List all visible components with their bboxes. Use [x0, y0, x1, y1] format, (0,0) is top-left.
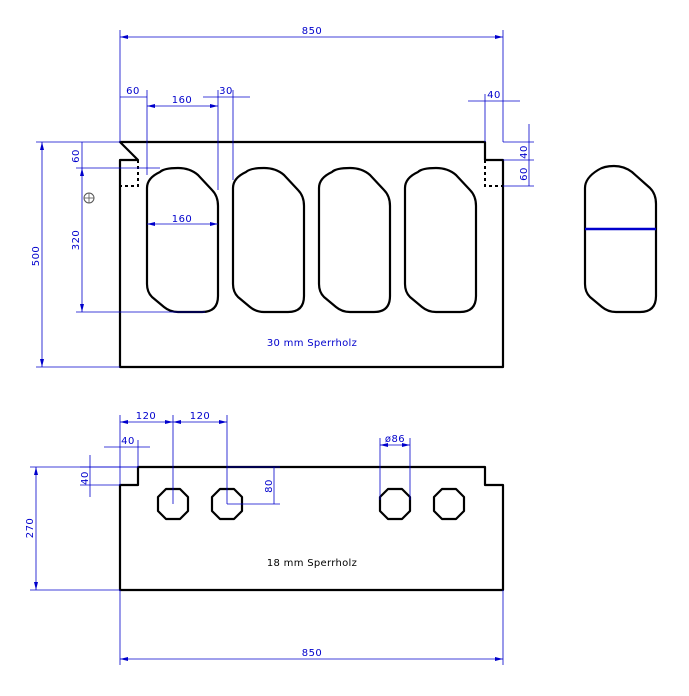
- hole-2: [210, 487, 244, 521]
- dim-hole-offset-1: 120: [136, 411, 157, 422]
- dim-slot-gap: 30: [219, 86, 233, 97]
- dim-notch-width: 40: [121, 436, 135, 447]
- dim-edge-offset-right: 40: [487, 90, 501, 101]
- hole-1: [156, 487, 190, 521]
- left-notch-hidden-edge: [120, 160, 139, 187]
- slot-3: [317, 166, 392, 314]
- dim-hole-offset-2: 120: [190, 411, 211, 422]
- slot-section-outline: [583, 164, 658, 314]
- bottom-part-outline: [118, 465, 505, 592]
- dim-overall-height: 500: [31, 246, 42, 267]
- bottom-part-dimensions: 120 120 40 40 ø86 80 270: [25, 411, 504, 665]
- dim-notch-depth: 60: [71, 149, 82, 163]
- dim-edge-offset-left: 60: [126, 86, 140, 97]
- dim-notch-depth-bottom: 40: [80, 471, 91, 485]
- dim-hole-diameter: ø86: [385, 434, 405, 445]
- slot-section-detail: [583, 164, 658, 314]
- dim-right-notch-depth: 60: [519, 167, 530, 181]
- dim-overall-width: 850: [302, 26, 323, 37]
- dim-slot-width: 160: [172, 95, 193, 106]
- dim-inner-slot-width: 160: [172, 214, 193, 225]
- top-part-outline: [118, 140, 505, 369]
- top-material-label: 30 mm Sperrholz: [267, 338, 357, 349]
- dim-slot-height: 320: [71, 230, 82, 251]
- right-notch-hidden-edge: [484, 160, 503, 187]
- top-part-dimensions: 850 60 160 30 40 160 500 60: [31, 26, 534, 368]
- slot-2: [231, 166, 306, 314]
- dim-bottom-overall-height: 270: [25, 518, 36, 539]
- slot-4: [403, 166, 478, 314]
- dim-bottom-overall-width: 850: [302, 648, 323, 659]
- top-part: 30 mm Sperrholz: [83, 140, 505, 369]
- bottom-material-label: 18 mm Sperrholz: [267, 558, 357, 569]
- bottom-part: 18 mm Sperrholz: [118, 465, 505, 592]
- slot-1: [145, 166, 220, 314]
- hole-3: [378, 487, 412, 521]
- hole-4: [432, 487, 466, 521]
- dim-hole-height: 80: [264, 479, 275, 493]
- dim-right-notch-top: 40: [519, 145, 530, 159]
